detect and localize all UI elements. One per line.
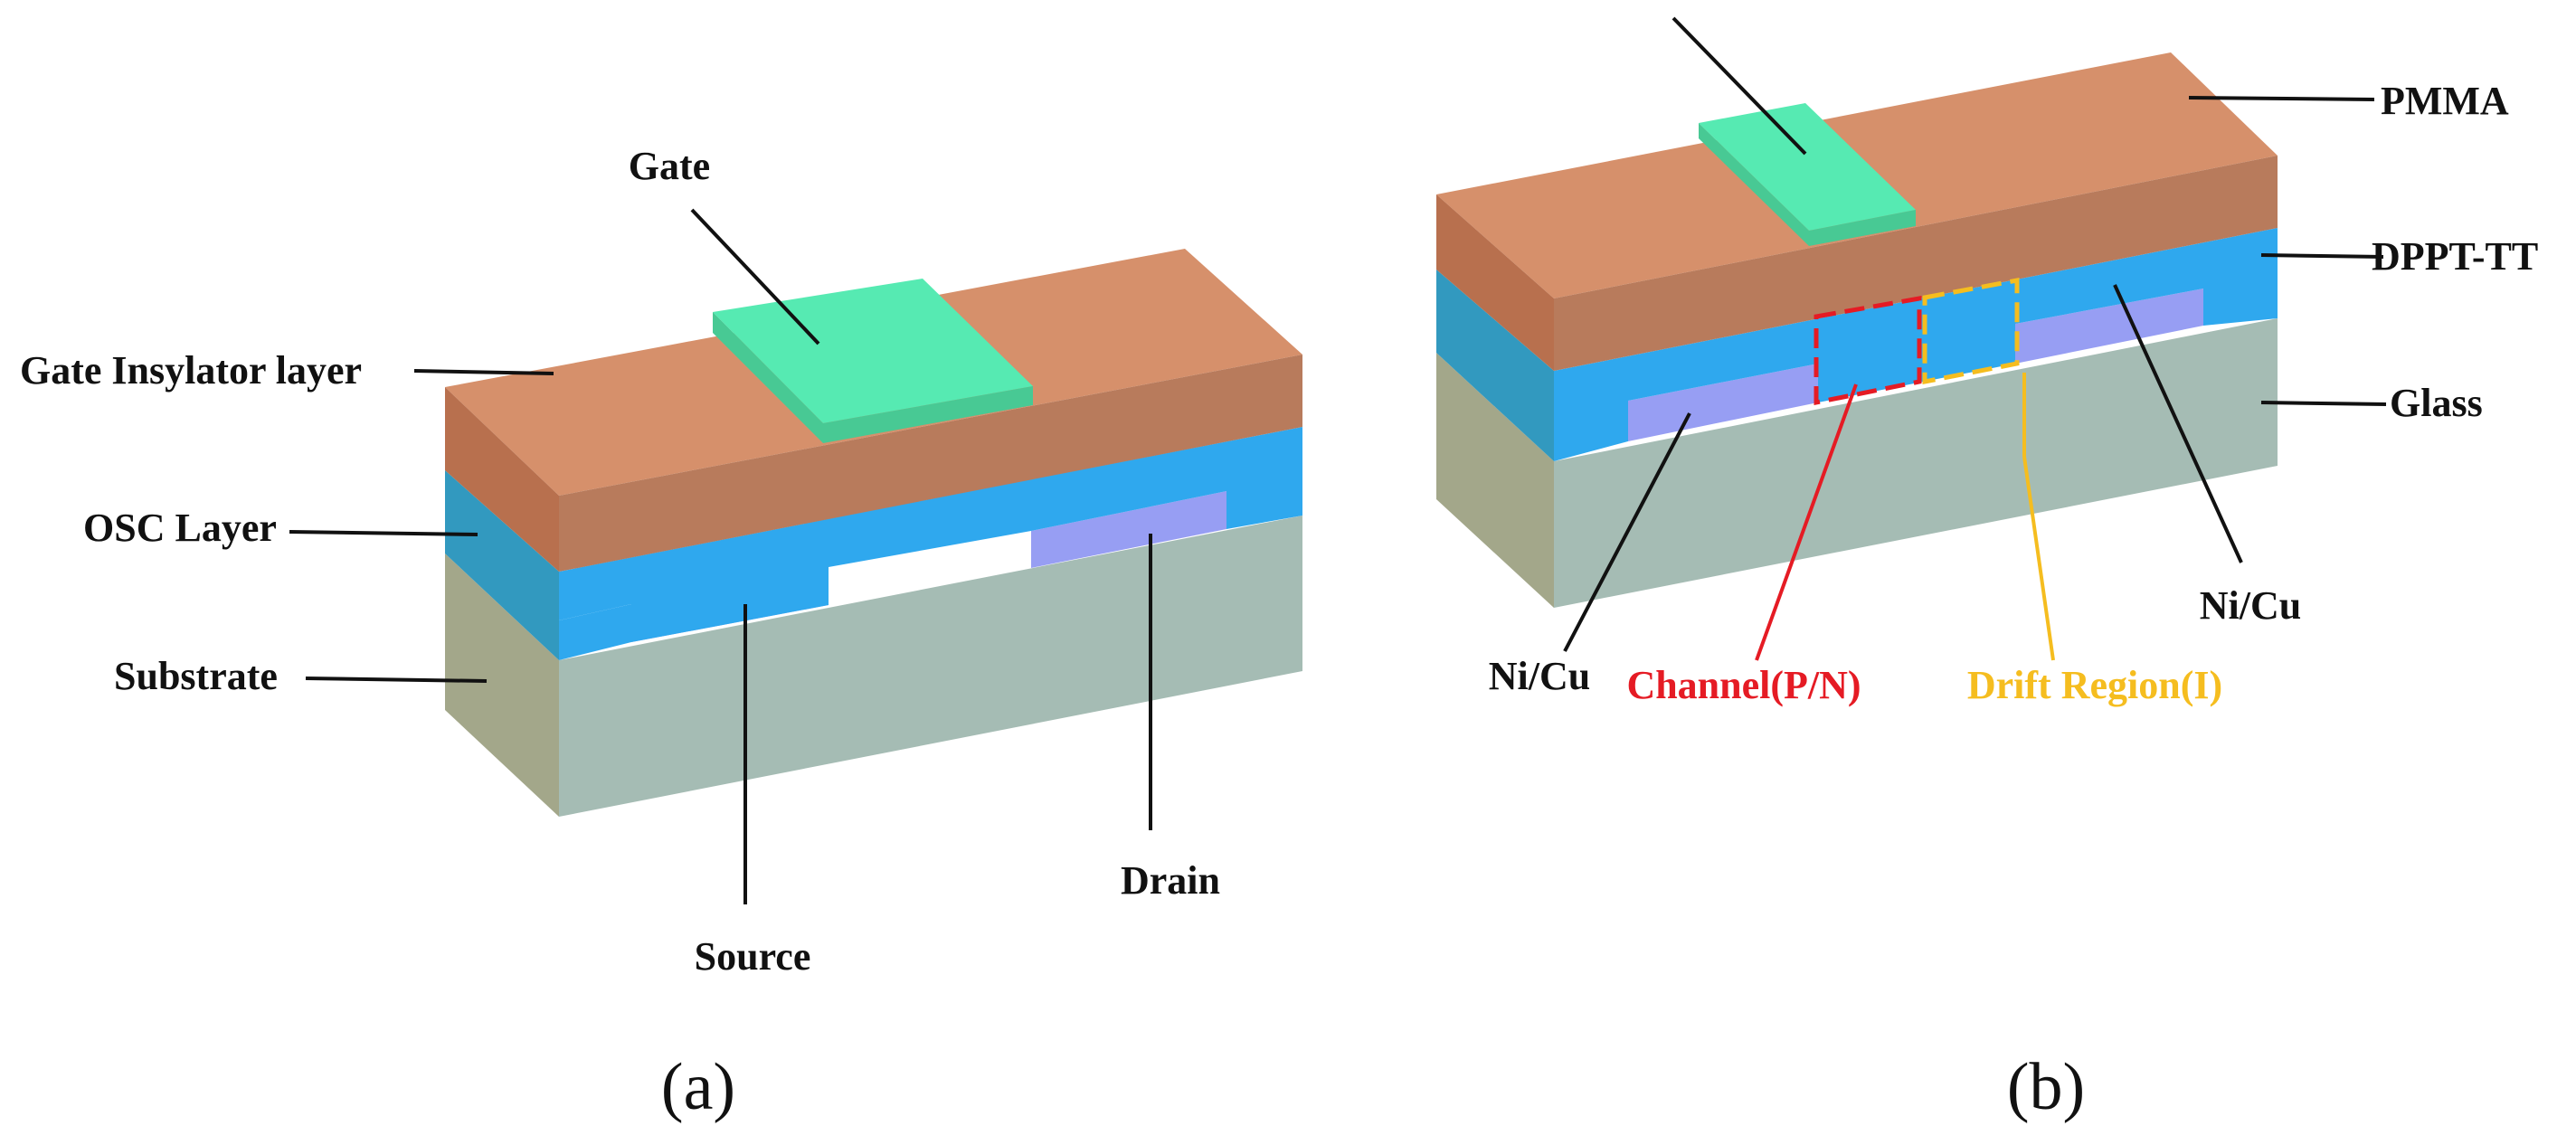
channel-leader	[1755, 383, 1858, 661]
glass-front-b	[1554, 318, 2278, 608]
insulator-side-a	[445, 387, 559, 572]
nicu-left-leader	[1563, 412, 1691, 652]
panel-caption-b: (b)	[2007, 1050, 2085, 1124]
nicu-electrode-left	[1628, 364, 1818, 441]
channel-label: Channel(P/N)	[1626, 663, 1861, 707]
drift-label: Drift Region(I)	[1967, 663, 2222, 707]
dppt-leader	[2260, 253, 2384, 259]
gate-front-a	[823, 386, 1033, 443]
pmma-side-b	[1436, 194, 1554, 371]
nicu-right-leader	[2113, 284, 2243, 563]
dppt-label: DPPT-TT	[2372, 234, 2538, 279]
gate-side-a	[713, 312, 823, 443]
glass-label: Glass	[2390, 381, 2483, 425]
insulator-front-a	[559, 355, 1302, 572]
drift-region-box	[1922, 277, 2020, 385]
osc-layer-label: OSC Layer	[83, 506, 277, 550]
nicu-right-label: Ni/Cu	[2200, 583, 2301, 628]
gate-insulator-label: Gate Insylator layer	[20, 348, 362, 393]
glass-leader	[2260, 401, 2387, 406]
channel-region-box	[1814, 296, 1922, 406]
drift-leader-2	[2022, 456, 2055, 661]
osc-front-a3	[1031, 427, 1302, 531]
gate-leader-b	[1672, 16, 1807, 156]
osc-side-a	[445, 470, 559, 660]
substrate-side-a	[445, 554, 559, 817]
substrate-label: Substrate	[114, 654, 278, 698]
substrate-leader	[305, 677, 488, 683]
source-label: Source	[695, 934, 811, 979]
nicu-electrode-right	[2015, 289, 2203, 364]
drain-electrode	[1031, 491, 1226, 568]
pmma-front-b	[1554, 156, 2278, 371]
gate-top-b	[1699, 103, 1916, 231]
osc-front-a	[559, 479, 1031, 642]
insulator-leader	[413, 369, 554, 375]
glass-side-b	[1436, 353, 1554, 608]
osc-leader	[289, 530, 478, 536]
osc-front-a2	[559, 604, 631, 660]
drain-label: Drain	[1121, 858, 1220, 903]
pmma-leader	[2188, 96, 2375, 101]
panel-caption-a: (a)	[661, 1050, 735, 1124]
panel-b: PMMA DPPT-TT Glass Ni/Cu Ni/Cu Channel(P…	[1436, 16, 2538, 1124]
gate-front-b	[1809, 210, 1916, 246]
nicu-left-label: Ni/Cu	[1489, 654, 1590, 698]
dppt-front-b	[1554, 228, 2278, 461]
gate-leader-a	[690, 208, 820, 345]
panel-a: Gate Gate Insylator layer OSC Layer Subs…	[20, 144, 1302, 1124]
pmma-label: PMMA	[2381, 79, 2509, 123]
gate-side-b	[1699, 123, 1809, 246]
dppt-side-b	[1436, 270, 1554, 461]
gate-label-a: Gate	[629, 144, 710, 188]
